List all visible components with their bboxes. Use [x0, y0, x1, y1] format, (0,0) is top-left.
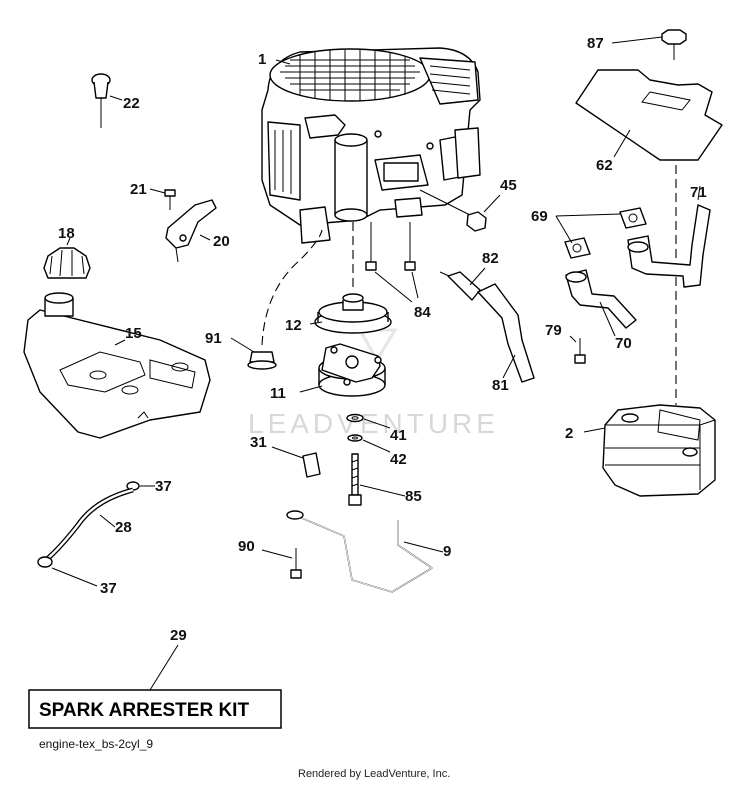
callout-69: 69 [531, 208, 548, 225]
callout-45: 45 [500, 177, 517, 194]
nut-45 [466, 211, 487, 232]
callout-11: 11 [270, 385, 286, 402]
clutch-11 [318, 343, 386, 397]
footer-credit: Rendered by LeadVenture, Inc. [298, 768, 450, 780]
clamp-37-bottom [37, 556, 53, 568]
callout-85: 85 [405, 488, 422, 505]
spark-arrester-kit-box [28, 689, 282, 729]
callout-20: 20 [213, 233, 230, 250]
fuel-line-28 [44, 487, 134, 562]
callout-15: 15 [125, 325, 142, 342]
engine [261, 47, 481, 244]
screw-21 [164, 189, 176, 210]
washer-42 [347, 434, 363, 442]
callout-91: 91 [205, 330, 222, 347]
fuel-cap-18 [43, 247, 91, 279]
hose-81 [477, 283, 535, 383]
washer-41 [346, 413, 364, 423]
callout-42: 42 [390, 451, 407, 468]
diagram-id: engine-tex_bs-2cyl_9 [39, 737, 153, 751]
bracket-20 [165, 199, 217, 263]
callout-29: 29 [170, 627, 187, 644]
callout-81: 81 [492, 377, 509, 394]
knob-22 [91, 73, 111, 128]
callout-70: 70 [615, 335, 632, 352]
callout-9: 9 [443, 543, 451, 560]
callout-71: 71 [690, 184, 707, 201]
screw-79 [574, 338, 586, 364]
knob-87 [661, 29, 687, 60]
rod-9 [286, 510, 433, 593]
callout-1: 1 [258, 51, 266, 68]
bolt-84-right [404, 222, 416, 271]
callout-12: 12 [285, 317, 302, 334]
callout-31: 31 [250, 434, 267, 451]
callout-87: 87 [587, 35, 604, 52]
heat-shield-62 [575, 69, 723, 161]
watermark: LEADVENTURE [248, 408, 499, 439]
grommet-91 [247, 351, 277, 370]
pulley-12 [314, 293, 392, 334]
callout-84: 84 [414, 304, 431, 321]
callout-37-top: 37 [155, 478, 172, 495]
gasket-69 [564, 207, 647, 259]
callout-79: 79 [545, 322, 562, 339]
fuel-tank-15 [23, 292, 211, 439]
callout-21: 21 [130, 181, 147, 198]
bolt-84-left [365, 222, 377, 271]
spring-31 [302, 452, 321, 478]
muffler-2 [602, 404, 716, 497]
bolt-85 [348, 453, 362, 506]
fitting-82 [439, 271, 481, 301]
callout-82: 82 [482, 250, 499, 267]
callout-90: 90 [238, 538, 255, 555]
callout-62: 62 [596, 157, 613, 174]
pipe-71 [627, 204, 711, 288]
callout-37-bottom: 37 [100, 580, 117, 597]
callout-28: 28 [115, 519, 132, 536]
bolt-90 [290, 548, 302, 579]
callout-2: 2 [565, 425, 573, 442]
callout-22: 22 [123, 95, 140, 112]
callout-41: 41 [390, 427, 407, 444]
pipe-70 [565, 269, 637, 329]
spark-arrester-kit-label: SPARK ARRESTER KIT [39, 700, 249, 721]
callout-18: 18 [58, 225, 75, 242]
